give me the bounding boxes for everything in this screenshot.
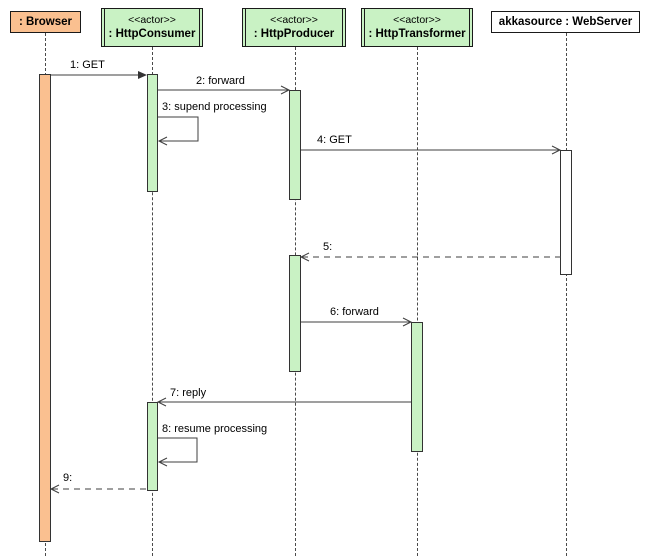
participant-stereotype: <<actor>> bbox=[393, 13, 441, 26]
activation-http-producer-2 bbox=[289, 255, 301, 372]
participant-name: akkasource : WebServer bbox=[498, 15, 633, 28]
message-arrow-3-suspend-self bbox=[157, 116, 199, 146]
participant-name: : Browser bbox=[18, 15, 73, 28]
message-arrow-7-reply bbox=[156, 397, 411, 407]
participant-name: : HttpTransformer bbox=[368, 27, 466, 40]
activation-browser bbox=[39, 74, 51, 542]
lifeline-http-transformer bbox=[417, 47, 418, 556]
activation-web-server bbox=[560, 150, 572, 275]
message-arrow-8-resume-self bbox=[157, 437, 198, 467]
participant-name: : HttpProducer bbox=[253, 27, 335, 40]
message-arrow-2-forward bbox=[158, 85, 291, 95]
message-label-6: 6: forward bbox=[330, 306, 379, 318]
message-arrow-4-get bbox=[301, 145, 562, 155]
lifeline-web-server bbox=[566, 33, 567, 556]
activation-http-consumer-2 bbox=[147, 402, 158, 491]
participant-http-producer: <<actor>> : HttpProducer bbox=[242, 8, 346, 47]
activation-http-consumer-1 bbox=[147, 74, 158, 192]
open-arrowhead-icon bbox=[280, 85, 291, 95]
participant-stereotype: <<actor>> bbox=[270, 13, 318, 26]
activation-http-transformer bbox=[411, 322, 423, 452]
participant-name: : HttpConsumer bbox=[108, 27, 196, 40]
participant-http-transformer: <<actor>> : HttpTransformer bbox=[361, 8, 473, 47]
message-label-4: 4: GET bbox=[317, 134, 352, 146]
message-label-5: 5: bbox=[323, 241, 333, 253]
message-label-2: 2: forward bbox=[196, 75, 245, 87]
message-label-9: 9: bbox=[63, 472, 73, 484]
message-arrow-9-reply-dashed bbox=[49, 484, 147, 494]
open-arrowhead-icon bbox=[157, 457, 168, 467]
message-label-7: 7: reply bbox=[170, 387, 207, 399]
open-arrowhead-icon bbox=[299, 252, 310, 262]
participant-stereotype: <<actor>> bbox=[128, 13, 176, 26]
message-label-3: 3: supend processing bbox=[162, 101, 267, 113]
open-arrowhead-icon bbox=[49, 484, 60, 494]
participant-browser: : Browser bbox=[10, 11, 81, 33]
message-arrow-5-reply-dashed bbox=[299, 252, 561, 262]
open-arrowhead-icon bbox=[402, 317, 413, 327]
message-label-8: 8: resume processing bbox=[162, 423, 268, 435]
activation-http-producer-1 bbox=[289, 90, 301, 200]
filled-arrowhead-icon bbox=[138, 71, 147, 79]
open-arrowhead-icon bbox=[156, 397, 167, 407]
open-arrowhead-icon bbox=[157, 136, 168, 146]
message-arrow-1-get bbox=[51, 71, 147, 79]
open-arrowhead-icon bbox=[551, 145, 562, 155]
message-arrow-6-forward bbox=[301, 317, 413, 327]
lifeline-http-consumer bbox=[152, 47, 153, 556]
message-label-1: 1: GET bbox=[70, 59, 105, 71]
participant-web-server: akkasource : WebServer bbox=[491, 11, 640, 33]
